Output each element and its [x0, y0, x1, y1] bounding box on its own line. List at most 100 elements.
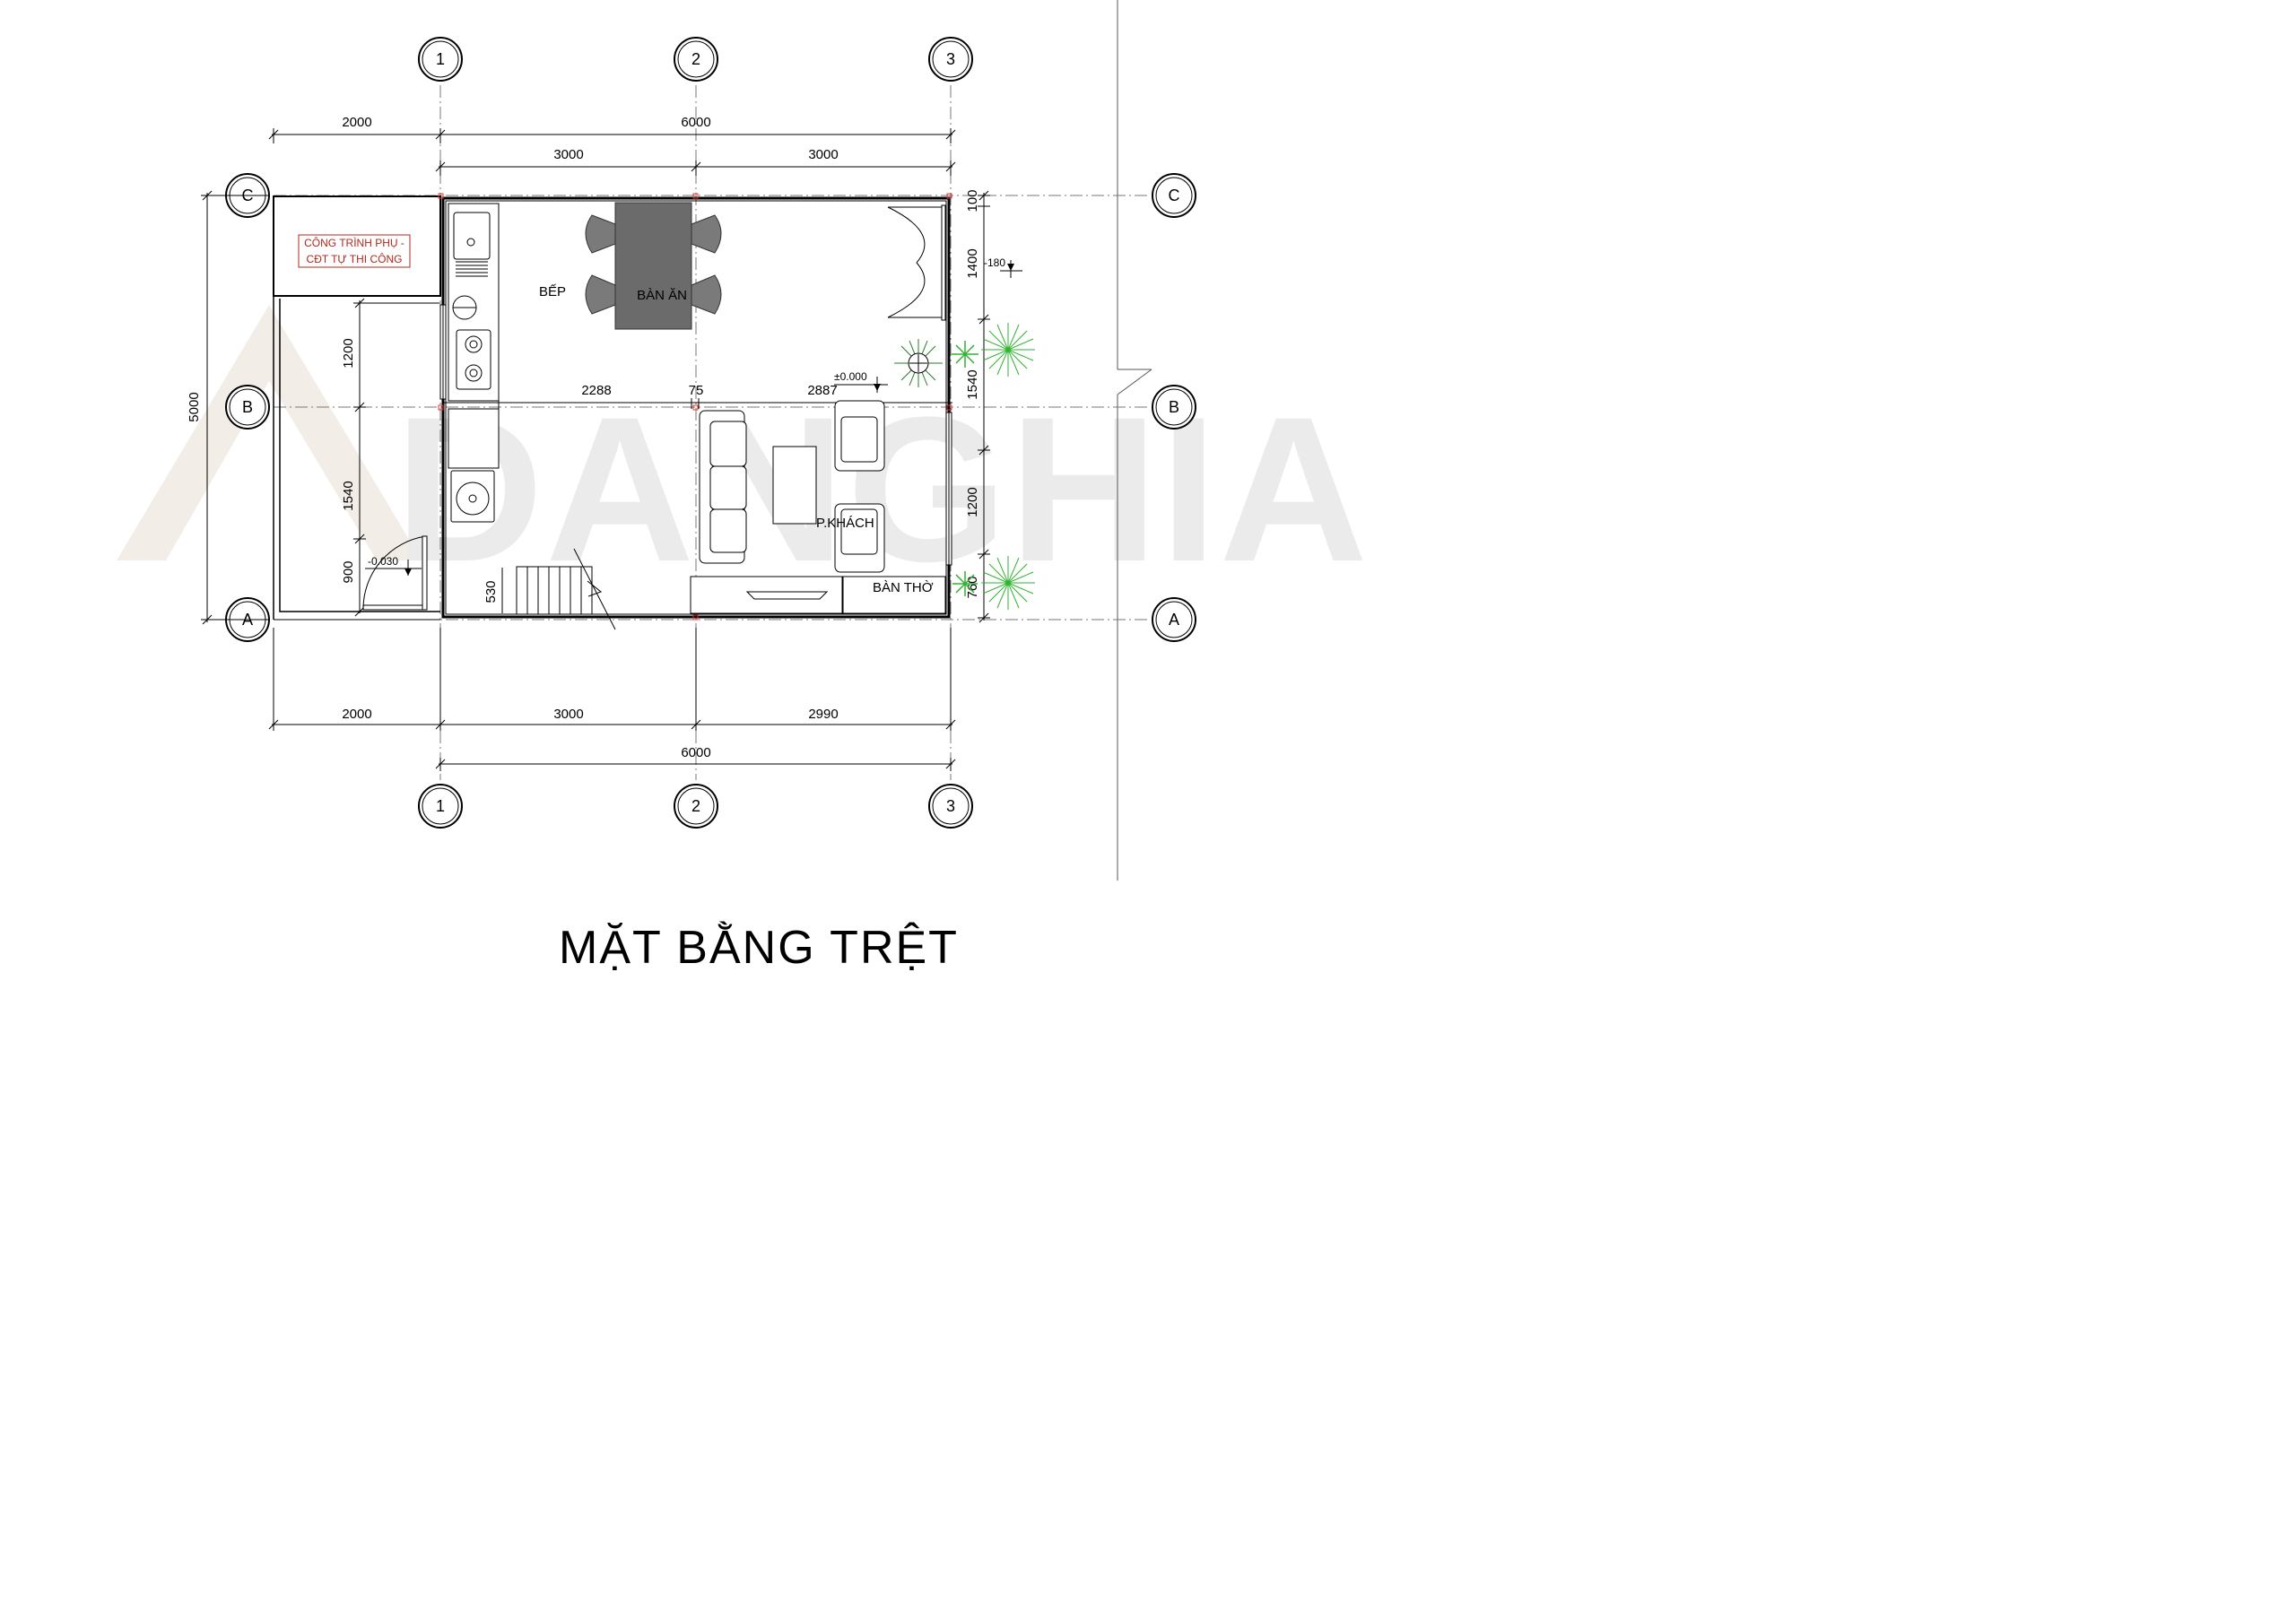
annex-door-threshold: [362, 604, 427, 611]
dim-right-1540: 1540: [965, 369, 980, 399]
main-door: [887, 204, 946, 321]
dish-rack: [456, 261, 488, 277]
axis-bubbles: 1 2 3 1 2 3 C B A C B A: [225, 37, 1196, 829]
dim-top-3000-right: 3000: [808, 147, 838, 162]
column-marker: [438, 193, 444, 199]
tv: [745, 591, 829, 600]
dim-top-6000: 6000: [681, 115, 710, 130]
column-marker: [946, 193, 952, 199]
sink-drain: [466, 238, 475, 247]
plants: [894, 323, 1035, 610]
dining-chair: [585, 274, 616, 315]
annex-note-line1: CÔNG TRÌNH PHỤ -: [304, 236, 404, 249]
axis-label-1-bottom: 1: [436, 797, 445, 815]
sofa-cushion: [709, 465, 747, 510]
axis-bubble-b-left: B: [225, 385, 270, 430]
level-markers: -180 ±0.000 -0.030: [365, 256, 1022, 576]
exterior-wall-inner: [445, 200, 947, 615]
armchair-seat: [840, 508, 878, 555]
dining-chair: [691, 214, 722, 254]
annex-note-line2: CĐT TỰ THI CÔNG: [307, 252, 403, 265]
dim-mid-2887: 2887: [807, 383, 837, 398]
dining-chair: [691, 274, 722, 315]
dim-bottom-2000: 2000: [342, 707, 371, 722]
annex-door-swing: [362, 535, 427, 611]
plant-small-right: [952, 341, 978, 368]
dimension-texts: 2000 6000 3000 3000 2000 3000 2990 6000 …: [187, 115, 980, 760]
door-frame: [941, 204, 946, 321]
stair-outline: [516, 566, 593, 615]
dim-top-2000: 2000: [342, 115, 371, 130]
room-label-altar: BÀN THỜ: [873, 580, 934, 595]
door-swing-top: [887, 206, 926, 264]
sofa-cushion: [709, 421, 747, 467]
dining-set: BÀN ĂN: [585, 202, 722, 330]
annex-yard-outline: [279, 299, 440, 612]
sink: [453, 212, 491, 260]
dim-mid-75: 75: [689, 383, 704, 398]
dimension-lines: [201, 128, 990, 771]
axis-bubble-3-bottom: 3: [928, 784, 973, 829]
building-walls: [438, 193, 952, 621]
page-title: MẶT BẰNG TRỆT: [559, 921, 959, 974]
room-label-kitchen: BẾP: [539, 284, 566, 299]
coffee-table: [772, 446, 817, 525]
axis-bubble-3-top: 3: [928, 37, 973, 82]
axis-label-1-top: 1: [436, 50, 445, 68]
column-marker: [438, 404, 444, 411]
room-label-living: P.KHÁCH: [816, 516, 874, 531]
room-label-dining: BÀN ĂN: [637, 288, 687, 303]
dim-top-3000-left: 3000: [553, 147, 583, 162]
dining-chair: [585, 214, 616, 254]
site-boundary: [1117, 0, 1152, 881]
altar-table: [842, 576, 946, 614]
axis-label-a-right: A: [1169, 611, 1179, 629]
annex-door-leaf: [422, 535, 428, 611]
dim-left-5000: 5000: [187, 392, 202, 421]
kitchen-counter: [448, 203, 500, 523]
dim-right-1200: 1200: [965, 487, 980, 516]
dim-left-1200: 1200: [341, 338, 356, 368]
axis-bubble-2-bottom: 2: [674, 784, 718, 829]
watermark-logo: [117, 305, 422, 560]
axis-label-3-bottom: 3: [946, 797, 955, 815]
gas-stove: [456, 329, 491, 390]
door-swing-bottom: [887, 262, 926, 318]
dim-right-100: 100: [965, 189, 980, 212]
axis-bubble-2-top: 2: [674, 37, 718, 82]
axis-label-c-right: C: [1169, 187, 1180, 204]
stair-break-line: [573, 548, 616, 630]
lower-counter: [448, 408, 500, 469]
axis-bubble-b-right: B: [1152, 385, 1196, 430]
dim-right-760: 760: [965, 576, 980, 598]
column-marker: [692, 614, 699, 621]
column-marker: [946, 404, 952, 411]
column-marker: [692, 193, 699, 199]
axis-bubble-c-right: C: [1152, 173, 1196, 218]
annex-area: CÔNG TRÌNH PHỤ - CĐT TỰ THI CÔNG: [273, 195, 441, 621]
dim-bottom-6000: 6000: [681, 745, 710, 760]
level-floor: ±0.000: [834, 370, 867, 383]
annex-note-box: [298, 234, 411, 268]
axis-bubble-1-bottom: 1: [418, 784, 463, 829]
dim-mid-2288: 2288: [581, 383, 611, 398]
dim-bottom-2990: 2990: [808, 707, 838, 722]
dim-left-1540: 1540: [341, 481, 356, 510]
living-furniture: [690, 400, 946, 614]
plant-indoor: [894, 339, 943, 387]
stair-break-zigzag: [587, 580, 603, 597]
level-porch: -180: [984, 256, 1005, 269]
dining-table: [614, 202, 692, 330]
axis-label-3-top: 3: [946, 50, 955, 68]
dim-right-1400: 1400: [965, 248, 980, 278]
axis-bubble-1-top: 1: [418, 37, 463, 82]
armchair-seat: [840, 416, 878, 463]
floor-plan-drawing: DANGHIA 1 2 3 1 2 3 C B A C B A: [117, 0, 1368, 974]
level-entry: -0.030: [368, 555, 398, 568]
axis-label-b-right: B: [1169, 398, 1179, 416]
plant-small-right-bottom: [952, 571, 978, 596]
sofa-cushion: [709, 508, 747, 553]
column-marker: [692, 404, 699, 411]
axis-label-b-left: B: [242, 398, 253, 416]
axis-label-2-top: 2: [691, 50, 700, 68]
